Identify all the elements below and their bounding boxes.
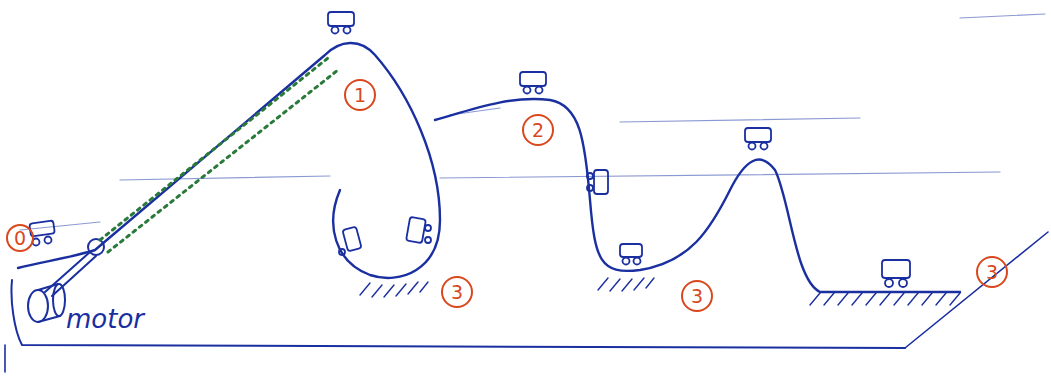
callout-number: 3	[986, 263, 998, 282]
callout-number: 2	[532, 121, 544, 140]
platform-edge	[11, 280, 905, 348]
callout-number: 0	[14, 229, 26, 248]
cart	[29, 12, 910, 287]
platform-edge	[905, 232, 1048, 348]
callout-number: 3	[451, 283, 463, 302]
track	[18, 43, 440, 278]
callout-number: 3	[691, 287, 703, 306]
part-label: motor	[66, 306, 144, 332]
callout-number: 1	[354, 86, 366, 105]
track	[435, 99, 960, 292]
lift-chain	[100, 58, 338, 252]
ground-hatch	[360, 278, 960, 305]
platform-edge	[4, 345, 6, 372]
